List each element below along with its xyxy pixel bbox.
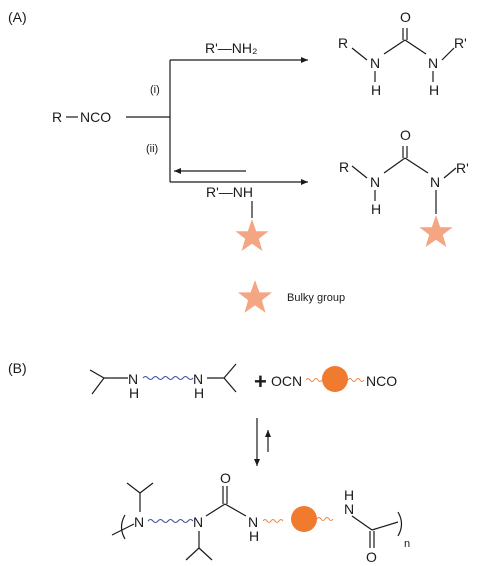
prod-ii-o: O (400, 127, 411, 143)
reactant-nco: NCO (80, 109, 111, 125)
polymer-o2: O (366, 549, 377, 565)
polymer-subscript-n: n (404, 538, 410, 550)
polymer-h4: H (344, 487, 354, 503)
legend-star (237, 280, 273, 313)
diisocyanate-left: OCN (271, 373, 302, 389)
path-ii-label: (ii) (146, 143, 158, 155)
reagent-ii-text: R'—NH (206, 184, 253, 200)
bulky-group-star (235, 219, 269, 251)
prod-i-n1: N (370, 55, 380, 71)
diamine-n1: N (128, 371, 138, 387)
prod-ii-n1: N (370, 174, 380, 190)
panel-b-label: (B) (8, 360, 27, 376)
bulky-group-star (419, 215, 453, 247)
prod-ii-h1: H (371, 201, 381, 217)
polymer-core (291, 506, 317, 532)
reagent-amine-primary: R'—NH₂ (205, 40, 257, 56)
reagent-amine-hindered: R'—NH (206, 184, 269, 251)
product-urea-i: O N H R N H R' (338, 9, 467, 98)
diamine-h1: H (129, 385, 139, 401)
diisocyanate-core (322, 366, 348, 392)
prod-i-r2: R' (454, 35, 467, 51)
prod-i-o: O (400, 9, 411, 25)
diisocyanate-right: NCO (366, 373, 397, 389)
polymer-repeat-unit: N N O N H H N O n (111, 470, 410, 565)
diamine-n2: N (193, 371, 203, 387)
legend-bulky-group: Bulky group (237, 280, 345, 313)
prod-i-r1: R (338, 35, 348, 51)
polymer-n1: N (134, 514, 144, 530)
diamine-linker (142, 376, 194, 380)
polymer-n3: N (248, 514, 258, 530)
polymer-h3: H (249, 528, 259, 544)
polymer-n4: N (344, 501, 354, 517)
polymer-n2: N (193, 514, 203, 530)
plus-sign: + (254, 369, 267, 394)
legend-text: Bulky group (287, 292, 345, 304)
reactant-isocyanate: R NCO (52, 109, 170, 125)
diisocyanate-monomer: OCN NCO (271, 366, 397, 392)
diamine-h2: H (194, 385, 204, 401)
product-urea-ii: O N H R N R' (339, 127, 469, 247)
prod-ii-r1: R (339, 159, 349, 175)
prod-i-h1: H (371, 82, 381, 98)
reaction-arrows-a (169, 57, 308, 185)
panel-a-label: (A) (8, 9, 27, 25)
prod-ii-r2: R' (456, 160, 469, 176)
prod-i-n2: N (428, 55, 438, 71)
prod-i-h2: H (429, 82, 439, 98)
polymer-o1: O (220, 470, 231, 486)
equilibrium-arrows-b (254, 418, 271, 466)
reactant-r: R (52, 109, 62, 125)
diamine-monomer: N H N H (89, 363, 237, 401)
prod-ii-n2: N (430, 174, 440, 190)
polymer-linker-blue (147, 519, 194, 523)
path-i-label: (i) (150, 84, 160, 96)
